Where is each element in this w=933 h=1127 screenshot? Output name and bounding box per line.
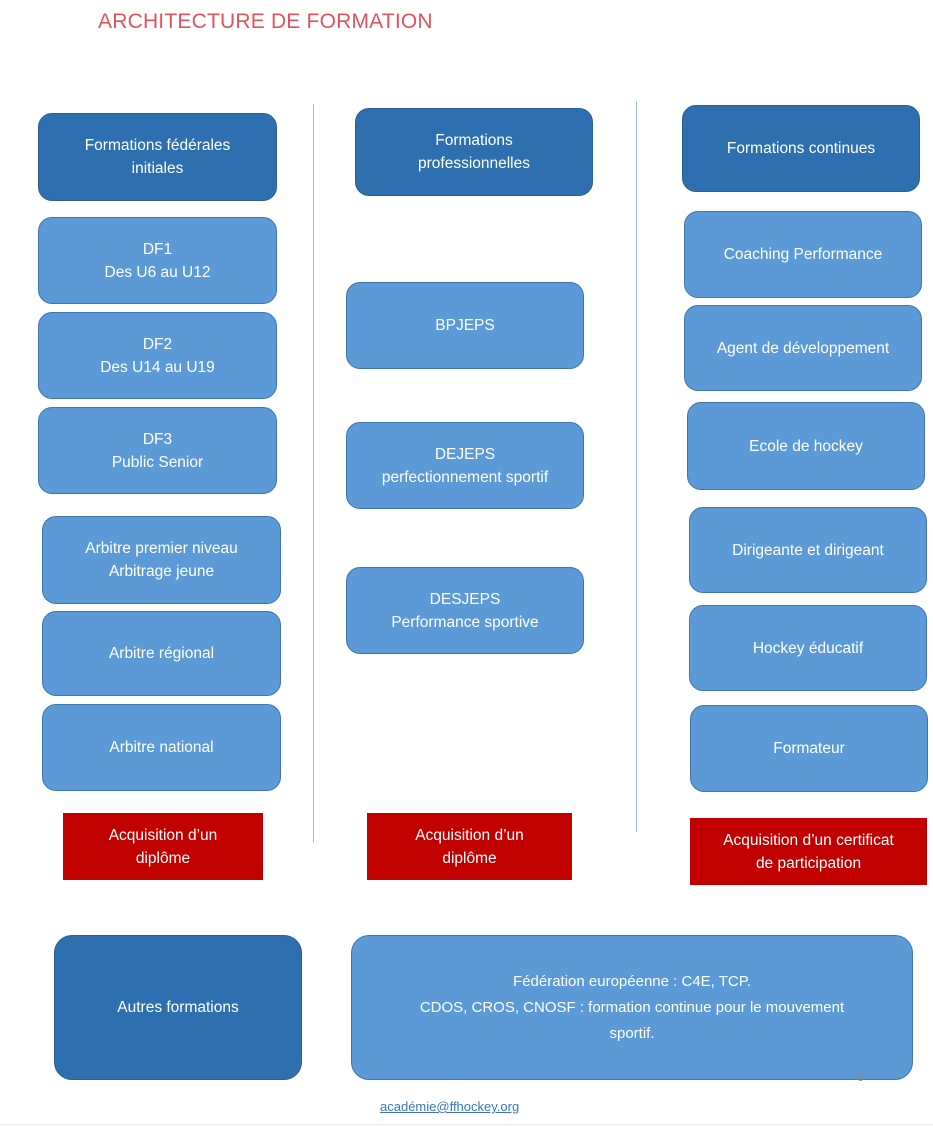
other-details-line3: sportif. <box>609 1024 655 1042</box>
desjeps-title: DESJEPS <box>429 590 501 608</box>
df2-subtitle: Des U14 au U19 <box>100 358 215 376</box>
header-initial: Formations fédérales initiales <box>38 113 277 201</box>
box-ecole-hockey: Ecole de hockey <box>687 402 925 490</box>
dirigeante-dirigeant-label: Dirigeante et dirigeant <box>732 541 884 559</box>
box-dejeps: DEJEPS perfectionnement sportif <box>346 422 584 509</box>
bottom-rule <box>0 1124 933 1125</box>
box-formateur: Formateur <box>690 705 928 792</box>
box-df2: DF2 Des U14 au U19 <box>38 312 277 399</box>
df1-title: DF1 <box>142 240 173 258</box>
box-desjeps: DESJEPS Performance sportive <box>346 567 584 654</box>
other-details-line2: CDOS, CROS, CNOSF : formation continue p… <box>419 998 845 1016</box>
arbitre-national-label: Arbitre national <box>109 739 214 756</box>
header-initial-line1: Formations fédérales <box>84 137 231 154</box>
box-autres-formations: Autres formations <box>54 935 302 1080</box>
box-other-details: Fédération européenne : C4E, TCP. CDOS, … <box>351 935 913 1080</box>
box-agent-developpement: Agent de développement <box>684 305 922 391</box>
outcome-professional: Acquisition d’un diplôme <box>367 813 572 880</box>
page-title: ARCHITECTURE DE FORMATION <box>98 10 433 33</box>
other-details-line1: Fédération européenne : C4E, TCP. <box>513 972 751 990</box>
outcome-initial: Acquisition d’un diplôme <box>63 813 263 880</box>
header-professional: Formations professionnelles <box>355 108 593 196</box>
header-professional-line2: professionnelles <box>417 155 530 172</box>
bpjeps-label: BPJEPS <box>435 317 495 334</box>
header-initial-line2: initiales <box>131 160 184 177</box>
df3-subtitle: Public Senior <box>111 453 204 471</box>
outcome-continuing-line1: Acquisition d’un certificat <box>723 831 894 849</box>
dejeps-title: DEJEPS <box>434 445 496 463</box>
box-bpjeps: BPJEPS <box>346 282 584 369</box>
outcome-initial-line2: diplôme <box>135 849 191 867</box>
box-arbitre-national: Arbitre national <box>42 704 281 791</box>
box-arbitre-regional: Arbitre régional <box>42 611 281 696</box>
header-professional-line1: Formations <box>435 132 513 149</box>
column-divider-right <box>636 102 637 832</box>
ecole-hockey-label: Ecole de hockey <box>749 437 863 455</box>
box-dirigeante-dirigeant: Dirigeante et dirigeant <box>689 507 927 593</box>
header-continuing-label: Formations continues <box>726 140 876 157</box>
box-arbitre-premier-niveau: Arbitre premier niveau Arbitrage jeune <box>42 516 281 604</box>
page-number: 6 <box>857 1070 864 1084</box>
hockey-educatif-label: Hockey éducatif <box>752 639 864 657</box>
desjeps-subtitle: Performance sportive <box>391 613 539 631</box>
outcome-initial-line1: Acquisition d’un <box>108 826 218 844</box>
header-continuing: Formations continues <box>682 105 920 192</box>
coaching-performance-label: Coaching Performance <box>723 246 883 263</box>
agent-developpement-label: Agent de développement <box>716 339 890 357</box>
df1-subtitle: Des U6 au U12 <box>104 263 211 281</box>
dejeps-subtitle: perfectionnement sportif <box>381 468 549 486</box>
formateur-label: Formateur <box>773 740 845 757</box>
arbitre-premier-line1: Arbitre premier niveau <box>85 540 238 557</box>
arbitre-regional-label: Arbitre régional <box>108 645 215 662</box>
outcome-professional-line2: diplôme <box>442 849 497 867</box>
box-coaching-performance: Coaching Performance <box>684 211 922 298</box>
arbitre-premier-line2: Arbitrage jeune <box>108 563 215 580</box>
box-df3: DF3 Public Senior <box>38 407 277 494</box>
df3-title: DF3 <box>142 430 173 448</box>
outcome-continuing-line2: de participation <box>755 854 862 872</box>
column-divider-left <box>313 104 314 842</box>
autres-formations-label: Autres formations <box>117 999 239 1016</box>
box-df1: DF1 Des U6 au U12 <box>38 217 277 304</box>
df2-title: DF2 <box>142 335 173 353</box>
outcome-professional-line1: Acquisition d’un <box>415 826 524 844</box>
footer-email-link[interactable]: académie@ffhockey.org <box>380 1099 520 1114</box>
box-hockey-educatif: Hockey éducatif <box>689 605 927 691</box>
outcome-continuing: Acquisition d’un certificat de participa… <box>690 818 927 885</box>
